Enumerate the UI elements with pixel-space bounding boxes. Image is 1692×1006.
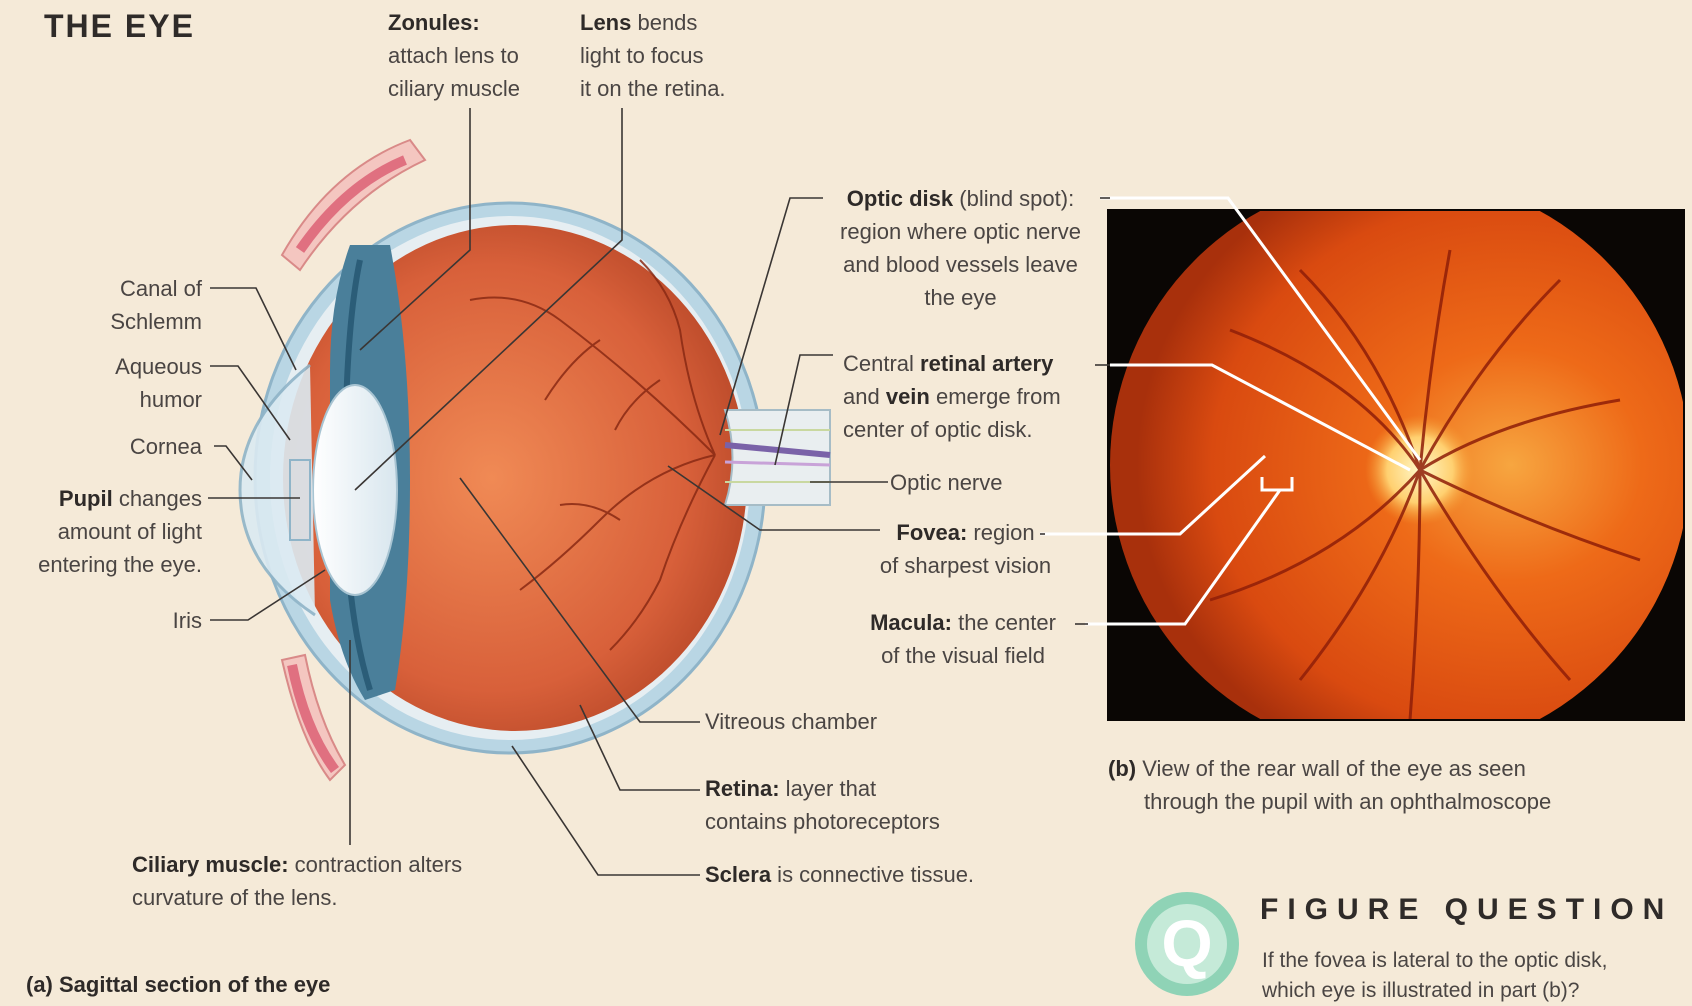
figure-question-text: If the fovea is lateral to the optic dis…	[1262, 946, 1608, 1006]
badge-letter: Q	[1161, 906, 1212, 980]
macula-label: Macula: the center of the visual field	[848, 606, 1078, 672]
ciliary-muscle-label: Ciliary muscle: contraction alters curva…	[132, 848, 462, 914]
zonules-label: Zonules: attach lens to ciliary muscle	[388, 6, 520, 105]
iris-label: Iris	[173, 604, 202, 637]
aqueous-humor-label: Aqueous humor	[115, 350, 202, 416]
cornea	[240, 365, 315, 615]
figure-question-badge: Q	[1135, 892, 1239, 996]
retina-label: Retina: layer that contains photorecepto…	[705, 772, 940, 838]
figure-question-heading: FIGURE QUESTION	[1260, 893, 1673, 927]
canal-of-schlemm-label: Canal of Schlemm	[110, 272, 202, 338]
optic-disk-label: Optic disk (blind spot): region where op…	[818, 182, 1103, 314]
sclera-label: Sclera is connective tissue.	[705, 858, 974, 891]
lens-label: Lens bends light to focus it on the reti…	[580, 6, 726, 105]
vitreous-chamber-label: Vitreous chamber	[705, 705, 877, 738]
caption-b: (b) View of the rear wall of the eye as …	[1108, 752, 1551, 818]
fovea-label: Fovea: region of sharpest vision	[858, 516, 1073, 582]
cornea-label: Cornea	[130, 430, 202, 463]
figure-title: THE EYE	[44, 8, 195, 45]
caption-a: (a) Sagittal section of the eye	[26, 968, 330, 1001]
pupil-label: Pupil changes amount of light entering t…	[38, 482, 202, 581]
central-retinal-artery-label: Central retinal artery and vein emerge f…	[843, 347, 1061, 446]
fundus-photo	[1108, 210, 1684, 720]
optic-nerve-label: Optic nerve	[890, 466, 1003, 499]
